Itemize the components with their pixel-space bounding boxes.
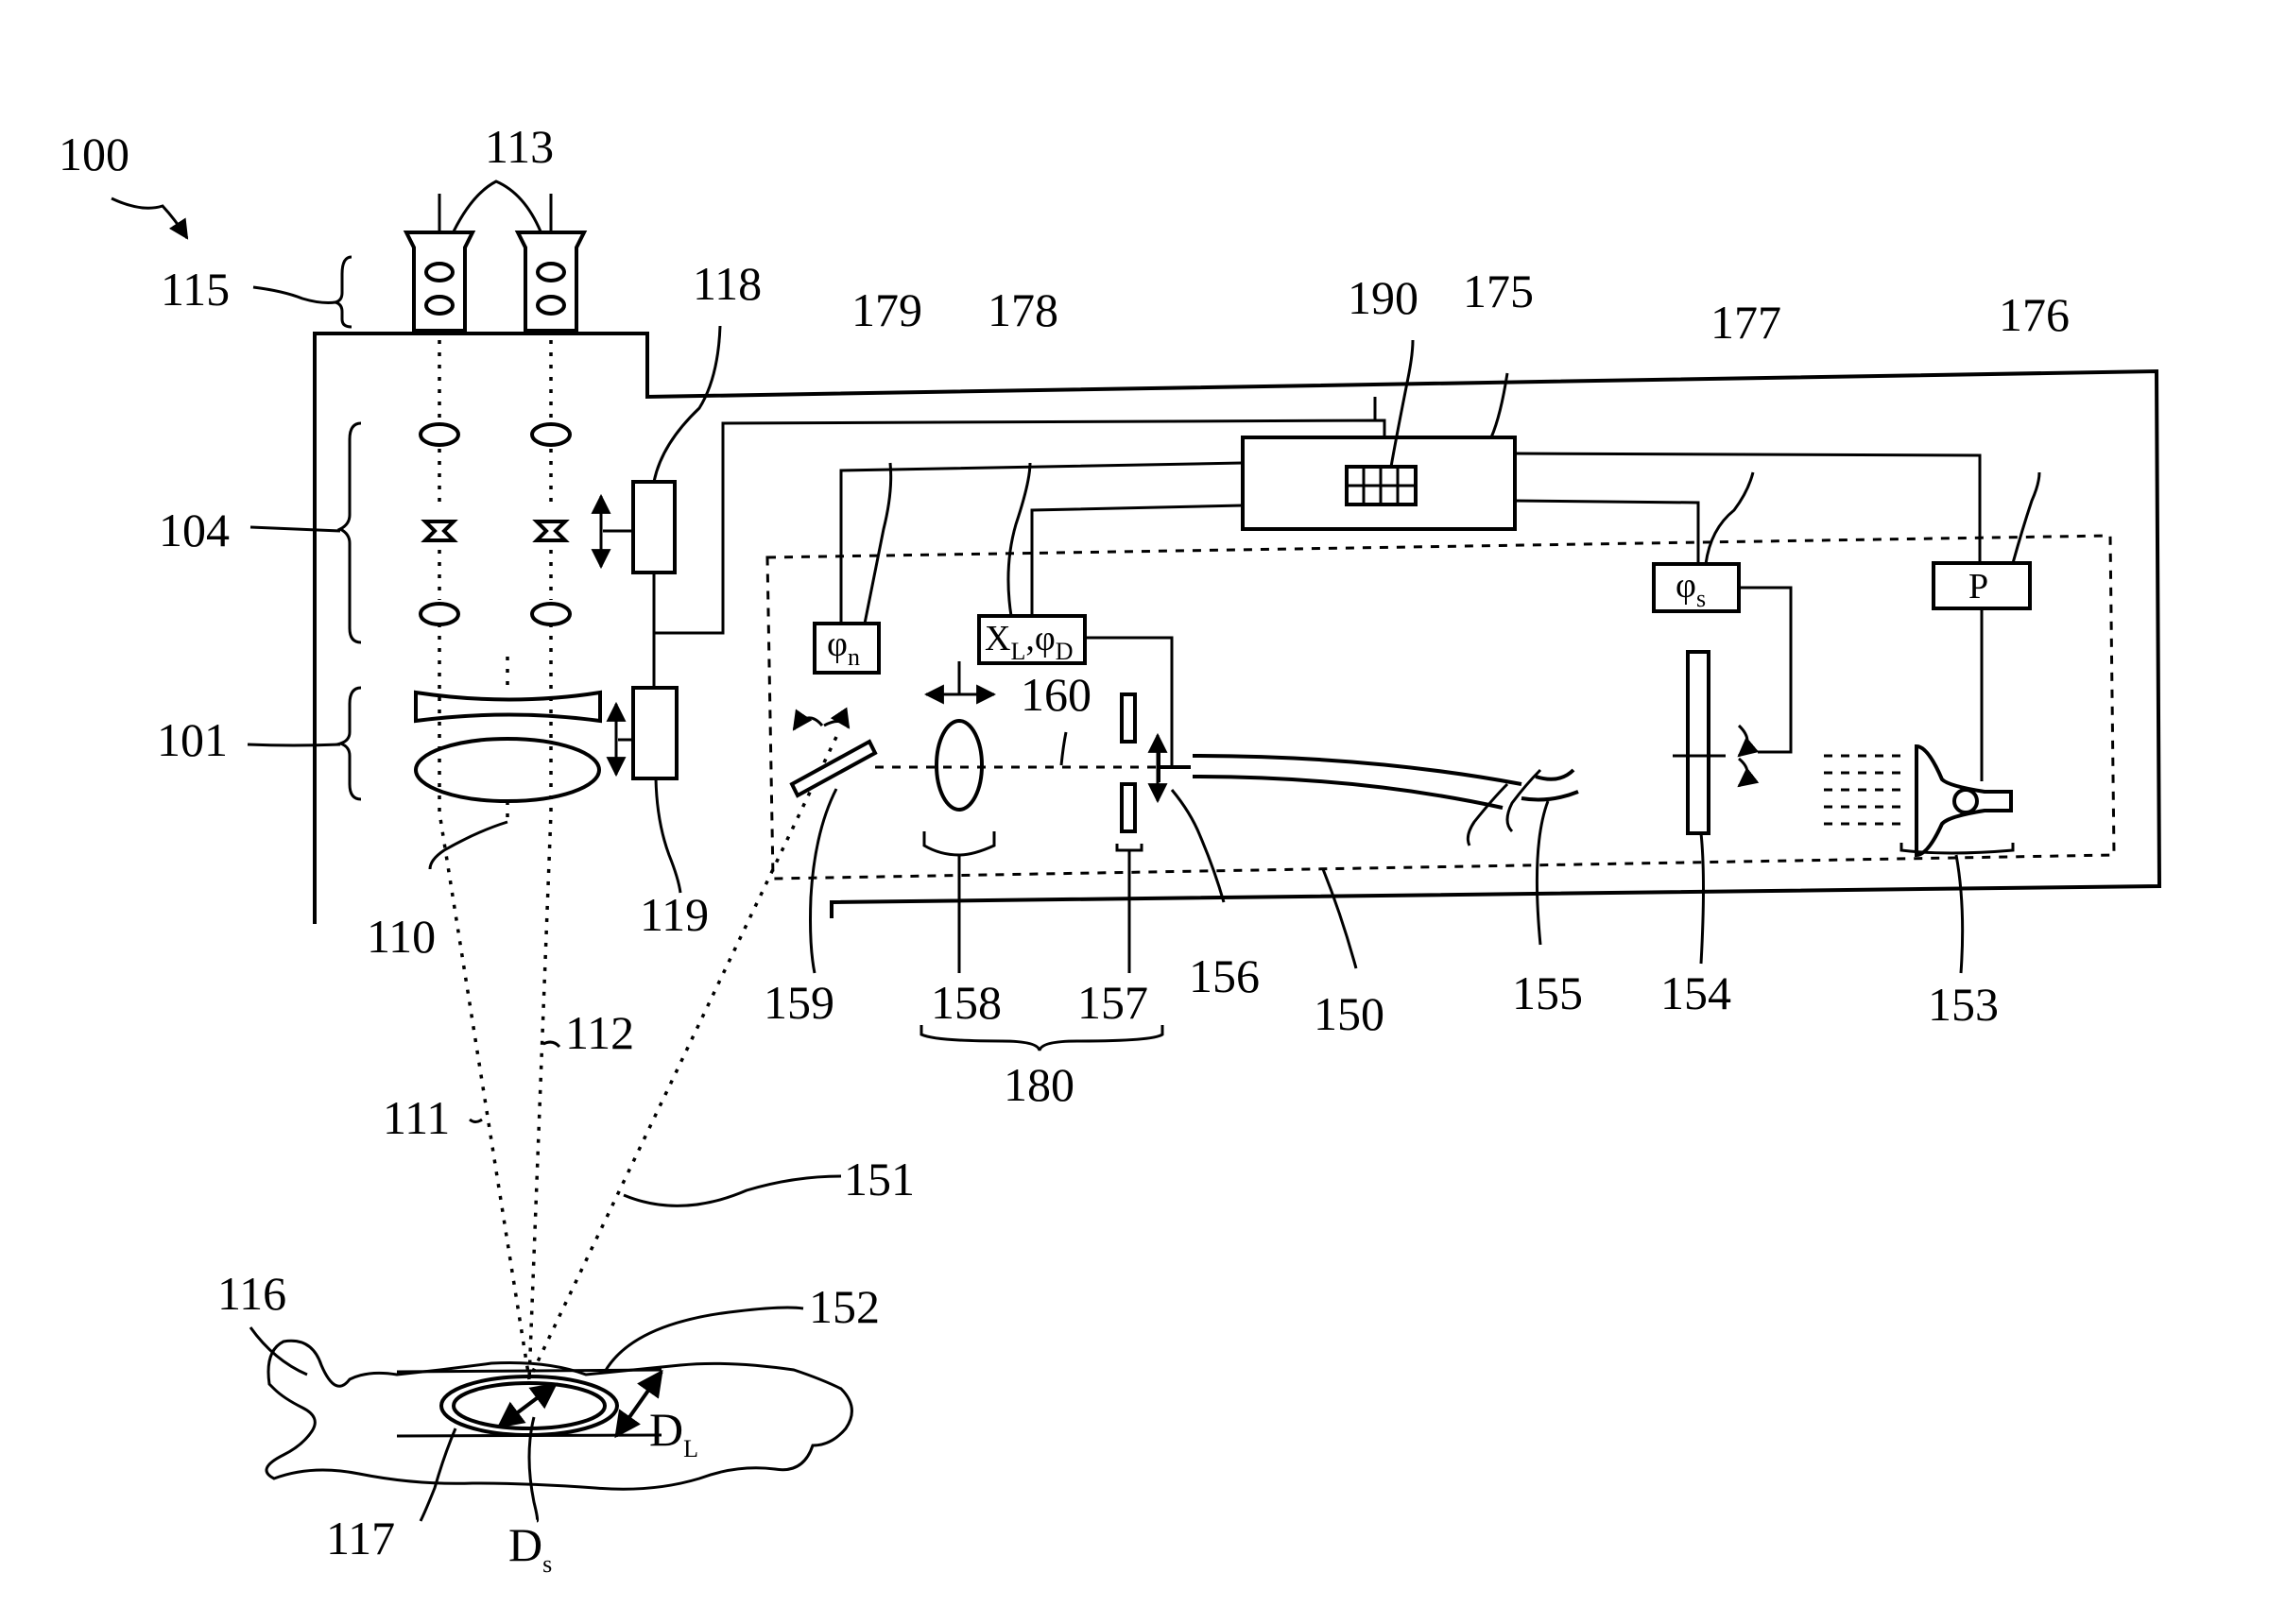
- label-118: 118: [693, 257, 762, 310]
- fiber-bundle-leader: [1537, 801, 1548, 945]
- power-unit-leader: [2013, 472, 2039, 563]
- label-116: 116: [217, 1267, 286, 1320]
- labels: 100 113 115 104 101 118 119 110 111 112 …: [59, 120, 2070, 1564]
- label-153: 153: [1928, 978, 1999, 1031]
- beam-left: [439, 624, 529, 1379]
- fiber-bundle: [1193, 756, 1521, 808]
- illumination-system-box: [767, 536, 2114, 879]
- light-source-leader: [1956, 855, 1963, 973]
- label-159: 159: [764, 976, 834, 1029]
- objective-concave-lens: [416, 692, 600, 721]
- label-101: 101: [157, 713, 228, 766]
- filter-leader: [1701, 833, 1704, 964]
- zoom-brace: [340, 423, 361, 642]
- filter-drive-text: φs: [1676, 566, 1706, 612]
- mirror-drive-text: φn: [827, 624, 860, 671]
- eyepiece-unit-brace: [335, 257, 352, 327]
- objective-drive-leader: [656, 778, 680, 893]
- label-113: 113: [485, 120, 554, 173]
- label-110: 110: [367, 910, 436, 963]
- power-unit-text: P: [1968, 567, 1988, 607]
- label-150: 150: [1314, 987, 1384, 1040]
- controller-box: [1243, 437, 1515, 529]
- display-grid: [1347, 467, 1416, 504]
- mirror: [792, 742, 875, 795]
- label-190: 190: [1348, 271, 1418, 324]
- lens-drive-leader: [1008, 463, 1030, 616]
- device-arrow: [112, 198, 187, 238]
- label-178: 178: [988, 283, 1058, 336]
- dim-Ds-label: Ds: [508, 1518, 552, 1578]
- mirror-drive-leader: [865, 463, 891, 624]
- label-154: 154: [1660, 966, 1731, 1019]
- label-117: 117: [326, 1512, 395, 1564]
- illum-lens: [937, 721, 982, 810]
- objective-brace: [340, 688, 361, 799]
- eyepiece-left: [406, 232, 473, 331]
- zoom-drive-leader: [654, 326, 720, 482]
- label-151: 151: [844, 1153, 915, 1205]
- dim-Ds: [499, 1384, 556, 1427]
- mirror-leader: [811, 789, 837, 973]
- label-111: 111: [383, 1091, 450, 1144]
- label-157: 157: [1077, 976, 1148, 1029]
- lens-drive-text: XL,φD: [985, 619, 1074, 665]
- label-158: 158: [931, 976, 1002, 1029]
- label-176: 176: [1999, 288, 2070, 341]
- label-115: 115: [161, 263, 230, 316]
- label-175: 175: [1463, 265, 1534, 317]
- zoom-drive-box: [633, 482, 675, 573]
- dim-DL-label: DL: [649, 1403, 698, 1462]
- beam-right: [529, 624, 551, 1379]
- label-179: 179: [851, 283, 922, 336]
- label-100: 100: [59, 128, 129, 180]
- fiber-end-leader: [1172, 790, 1224, 902]
- label-119: 119: [640, 888, 709, 941]
- optics-group-brace: [921, 1025, 1162, 1051]
- label-177: 177: [1710, 296, 1781, 349]
- illumination-system-leader: [1323, 869, 1356, 968]
- zoom-lenses: [421, 424, 570, 624]
- eyepiece-right: [518, 232, 584, 331]
- eyepieces-leader: [454, 181, 541, 231]
- display-leader: [1391, 340, 1413, 467]
- diaphragm-top: [1122, 694, 1135, 742]
- label-152: 152: [809, 1280, 880, 1333]
- objective-convex-lens: [416, 739, 599, 801]
- label-112: 112: [565, 1006, 634, 1059]
- label-160: 160: [1021, 668, 1091, 721]
- filter-drive-leader: [1706, 472, 1753, 564]
- label-180: 180: [1004, 1058, 1074, 1111]
- label-155: 155: [1512, 966, 1583, 1019]
- illumination-ray-leader: [624, 1176, 841, 1205]
- label-104: 104: [159, 504, 230, 556]
- fiber-end: [1159, 752, 1191, 782]
- objective-drive-box: [633, 688, 677, 778]
- filter: [1688, 652, 1709, 833]
- object-outline: [266, 1341, 851, 1489]
- diaphragm-bottom: [1122, 784, 1135, 831]
- label-156: 156: [1189, 949, 1260, 1002]
